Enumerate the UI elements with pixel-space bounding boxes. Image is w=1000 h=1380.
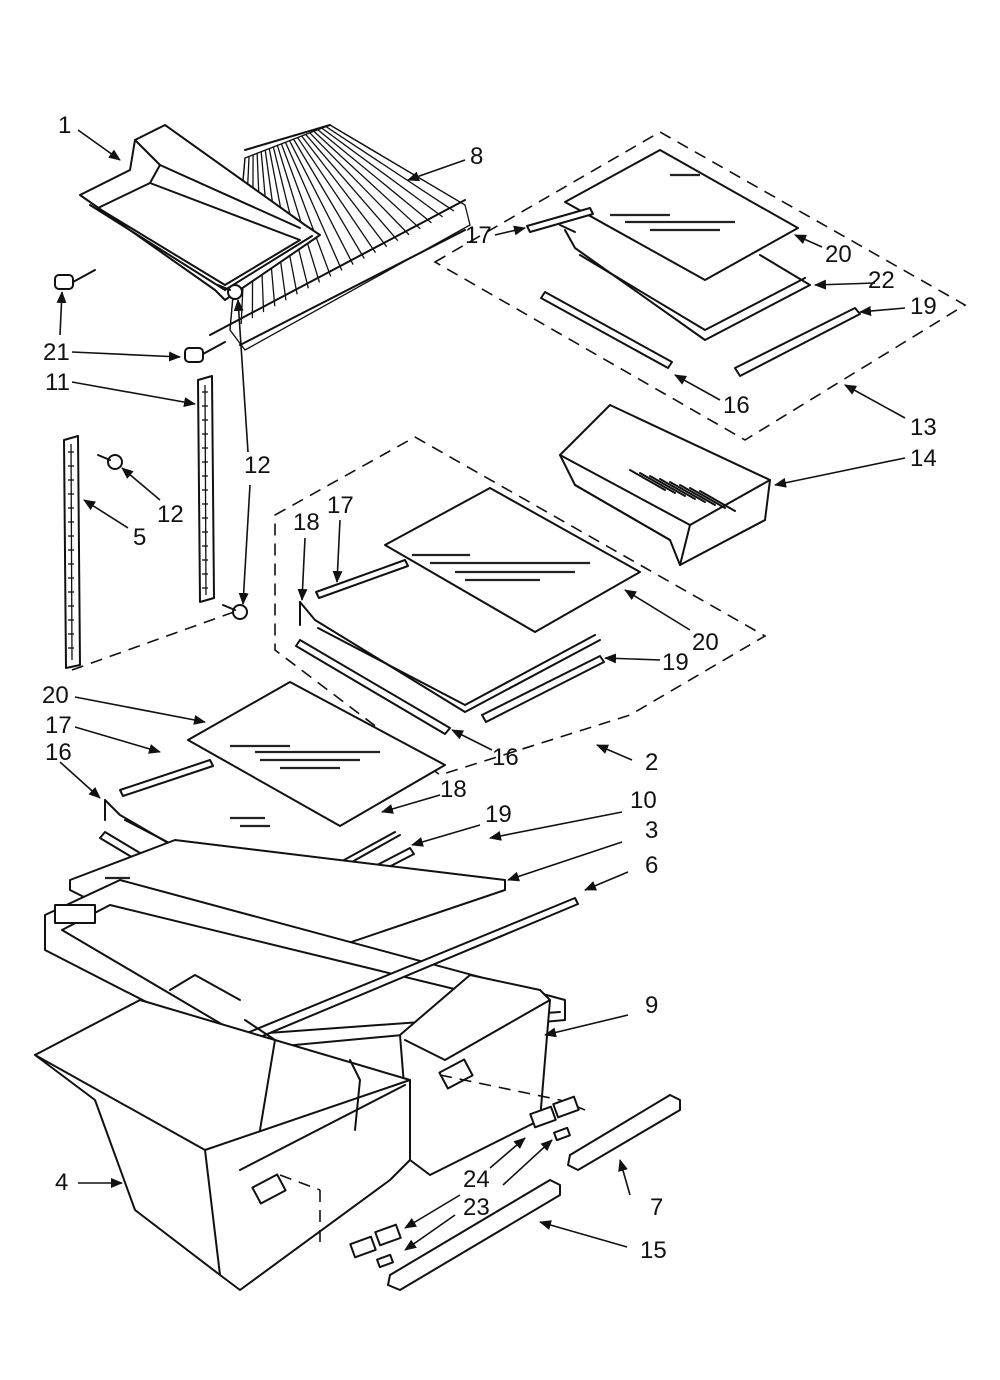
callout-19-b: 19: [662, 649, 689, 676]
callout-2: 2: [645, 749, 658, 776]
screw-part-12-a: [217, 284, 243, 300]
callout-15: 15: [640, 1237, 667, 1264]
shelf-ladder-part-5: [63, 435, 81, 669]
callout-8: 8: [470, 143, 483, 170]
callout-17-b: 17: [327, 492, 354, 519]
callout-12-a: 12: [244, 452, 271, 479]
drawer-trim-part-7: [567, 1094, 681, 1171]
pan-part-14: [559, 404, 771, 566]
shelf-frame-part-18-mid: [299, 601, 601, 713]
callout-17-c: 17: [45, 712, 72, 739]
shelf-assembly-outline-13: [433, 131, 967, 441]
callout-12-b: 12: [157, 501, 184, 528]
clip-part-23-upper: [553, 1126, 571, 1142]
callout-10: 10: [630, 787, 657, 814]
callout-4: 4: [55, 1169, 68, 1196]
crisper-drawer-part-4: [34, 999, 411, 1291]
shelf-assembly-outline-2: [274, 436, 767, 776]
trim-part-17-low: [119, 759, 214, 797]
callout-14: 14: [910, 445, 937, 472]
door-bin-part-1: [79, 124, 321, 301]
callout-20-a: 20: [825, 241, 852, 268]
callout-24: 24: [463, 1166, 490, 1193]
callout-11: 11: [45, 369, 70, 396]
callout-9: 9: [645, 992, 658, 1019]
callout-21: 21: [43, 339, 70, 366]
callout-16-c: 16: [492, 744, 519, 771]
clip-part-23-lower: [376, 1253, 394, 1269]
leader-lines: [56, 129, 906, 1251]
drawer-trim-part-15: [387, 1179, 561, 1291]
shelf-ladder-part-11: [197, 375, 215, 603]
trim-part-17-top: [526, 207, 594, 233]
callout-16-b: 16: [45, 739, 72, 766]
callout-7: 7: [650, 1194, 663, 1221]
glass-shelf-part-20-top: [564, 149, 799, 281]
callout-17-a: 17: [465, 222, 492, 249]
clip-part-24-upper: [529, 1095, 580, 1129]
crisper-drawer-part-9: [399, 974, 551, 1176]
callout-20-b: 20: [692, 629, 719, 656]
screw-part-12-c: [222, 604, 248, 620]
wire-shelf-part-8: [209, 124, 471, 351]
shelf-pin-part-21-right: [184, 341, 226, 363]
callout-6: 6: [645, 852, 658, 879]
callout-13: 13: [910, 414, 937, 441]
trim-part-17-mid: [315, 559, 409, 599]
callout-18-a: 18: [293, 509, 320, 536]
callout-19-c: 19: [485, 801, 512, 828]
callout-5: 5: [133, 524, 146, 551]
callout-20-c: 20: [42, 682, 69, 709]
glass-shelf-part-20-low: [187, 681, 446, 827]
callout-3: 3: [645, 817, 658, 844]
callout-1: 1: [58, 112, 71, 139]
callout-16-a: 16: [723, 392, 750, 419]
shelf-frame-part-22: [559, 224, 811, 341]
callout-23: 23: [463, 1194, 490, 1221]
trim-part-16-top: [540, 291, 673, 369]
callout-22: 22: [868, 267, 895, 294]
trim-part-19-top: [734, 307, 861, 377]
callout-18-b: 18: [440, 776, 467, 803]
trim-part-16-mid: [295, 639, 451, 735]
callout-labels: 1 8 21 11 12 12 5 17 20 22 19 16 13 14 1…: [42, 112, 937, 1264]
trim-part-19-mid: [481, 655, 605, 723]
clip-part-24-lower: [349, 1223, 402, 1259]
callout-19-a: 19: [910, 293, 937, 320]
shelf-pin-part-21-left: [54, 269, 96, 290]
glass-shelf-part-20-mid: [384, 487, 641, 633]
screw-part-12-b: [97, 454, 123, 470]
